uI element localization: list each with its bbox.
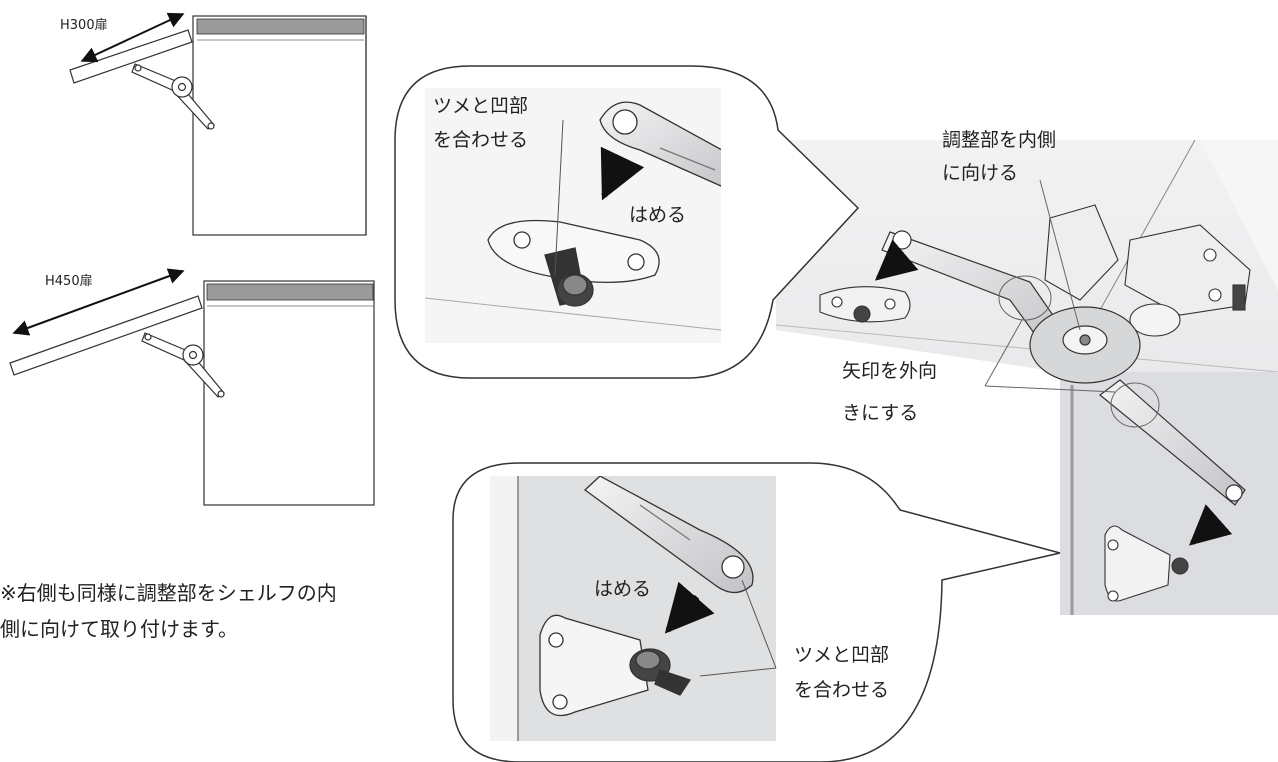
callout-bottom-snap: はめる xyxy=(594,578,652,600)
callout-top-snap: はめる xyxy=(629,204,687,226)
door-h450 xyxy=(9,295,203,376)
note-line-1: ※右側も同様に調整部をシェルフの内 xyxy=(0,581,337,605)
adjust-line-2: に向ける xyxy=(942,162,1019,184)
note-line-2: 側に向けて取り付けます。 xyxy=(0,617,238,641)
adjust-line-1: 調整部を内側 xyxy=(942,129,1057,151)
callout-top-align-line-2: を合わせる xyxy=(433,129,529,151)
open-arrow-h300 xyxy=(80,12,185,63)
stay-h300 xyxy=(131,63,215,130)
label-h450: H450扉 xyxy=(45,274,93,289)
callout-top-align-line-1: ツメと凹部 xyxy=(433,95,529,117)
callout-bottom-align-line-1: ツメと凹部 xyxy=(794,644,890,666)
stay-h450 xyxy=(141,332,225,398)
arrow-direction-line-2: きにする xyxy=(842,402,919,424)
open-arrow-h450 xyxy=(12,268,185,336)
callout-bottom-align-line-2: を合わせる xyxy=(794,679,890,701)
callout-top xyxy=(394,65,860,379)
cabinet-h450 xyxy=(203,280,375,506)
cabinet-h300 xyxy=(192,15,367,236)
callout-bottom xyxy=(452,462,1061,762)
label-h300: H300扉 xyxy=(60,18,108,33)
main-photo xyxy=(775,139,1278,615)
arrow-direction-line-1: 矢印を外向 xyxy=(842,360,938,382)
